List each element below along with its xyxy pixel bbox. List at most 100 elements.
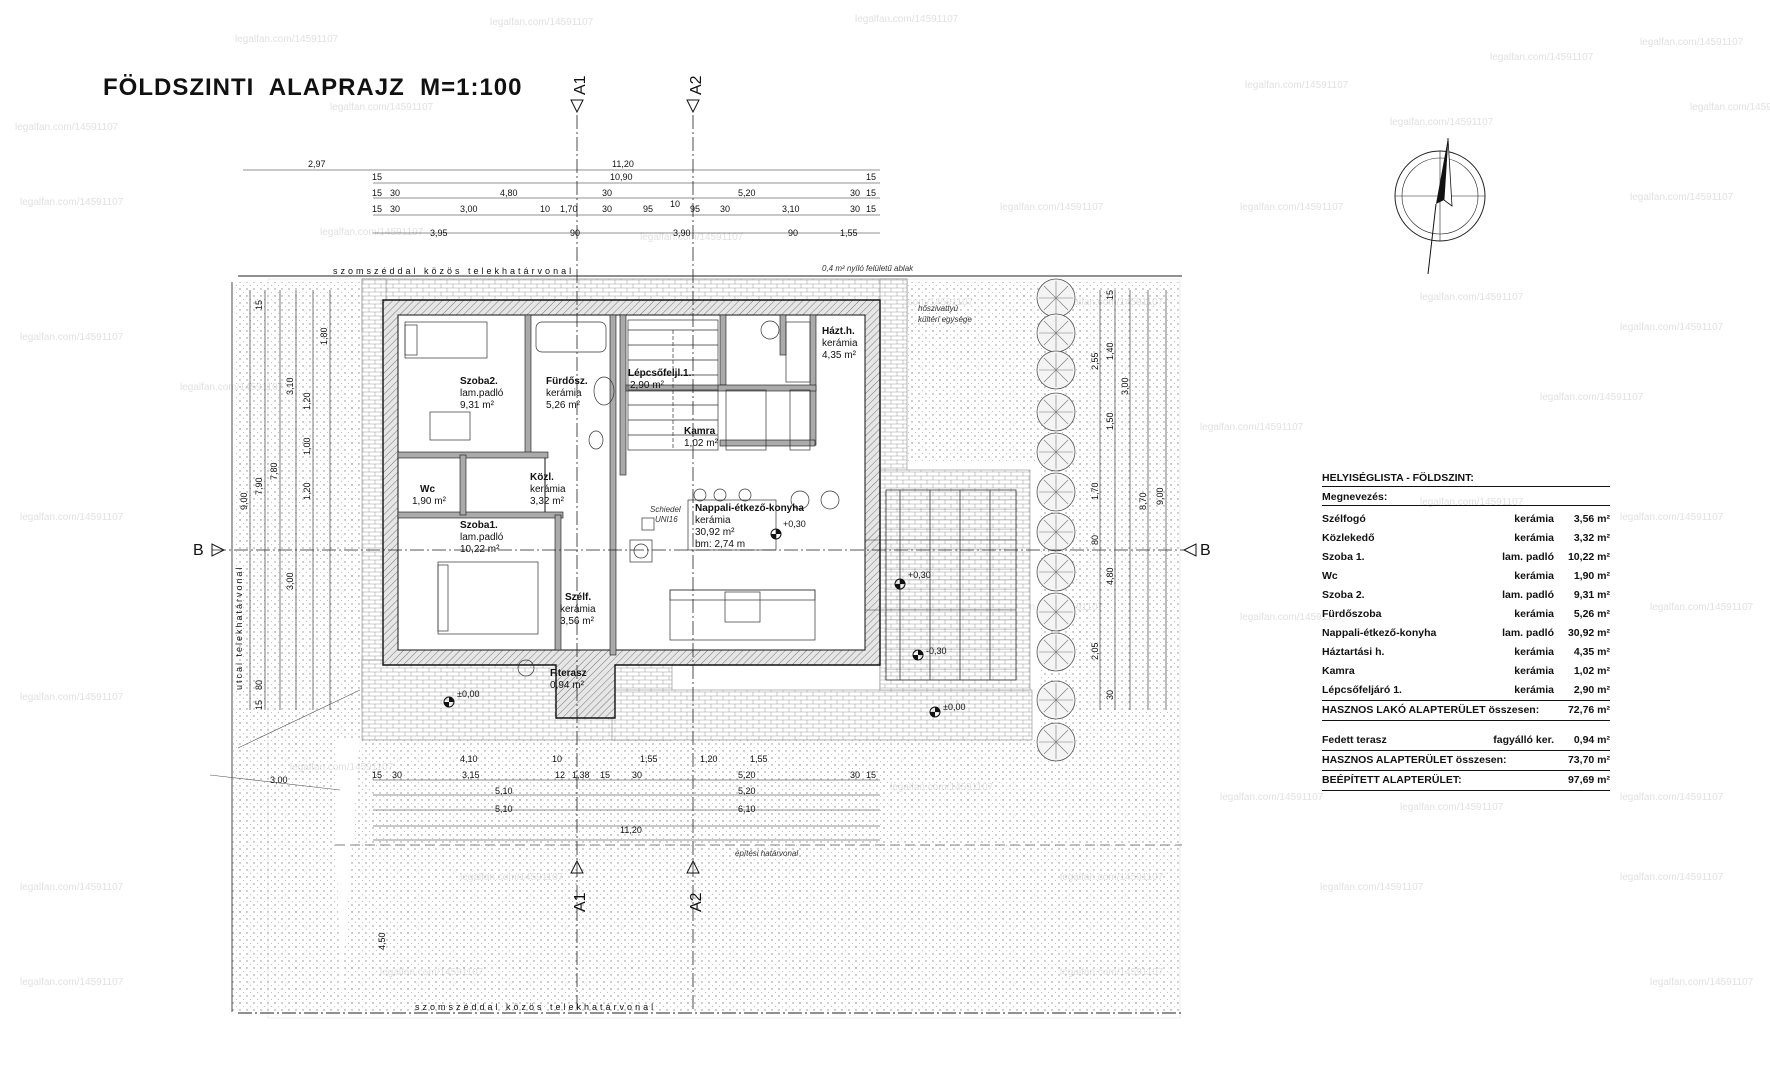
svg-text:kerámia: kerámia bbox=[560, 604, 596, 615]
room-lepcso-name: Lépcsőfeljl.1. bbox=[628, 368, 692, 379]
svg-text:2,90 m²: 2,90 m² bbox=[630, 380, 665, 391]
watermark-text: legalfan.com/14591107 bbox=[20, 882, 124, 893]
watermark-text: legalfan.com/14591107 bbox=[1620, 872, 1724, 883]
watermark-text: legalfan.com/14591107 bbox=[1320, 882, 1424, 893]
svg-text:1,02 m²: 1,02 m² bbox=[684, 438, 719, 449]
watermark-text: legalfan.com/14591107 bbox=[640, 232, 744, 243]
svg-text:30: 30 bbox=[1105, 690, 1115, 700]
room-wc-name: Wc bbox=[420, 484, 435, 495]
svg-text:11,20: 11,20 bbox=[612, 159, 634, 169]
heat-pump-label: hőszivattyú bbox=[918, 304, 959, 313]
tree-icon bbox=[1036, 350, 1076, 390]
watermark-text: legalfan.com/14591107 bbox=[20, 692, 124, 703]
section-lines bbox=[212, 115, 1185, 1010]
watermark-text: legalfan.com/14591107 bbox=[1420, 497, 1524, 508]
room-nappali-name: Nappali-étkező-konyha bbox=[695, 503, 804, 514]
svg-text:1,38: 1,38 bbox=[572, 770, 590, 780]
pergola-terrace bbox=[865, 489, 1017, 681]
watermark-text: legalfan.com/14591107 bbox=[1390, 117, 1494, 128]
svg-text:15: 15 bbox=[372, 188, 382, 198]
svg-text:1,70: 1,70 bbox=[1090, 482, 1100, 500]
plan-notes: szomszéddal közös telekhatárvonal szomsz… bbox=[234, 264, 972, 1012]
heat-pump-label-2: kültéri egysége bbox=[918, 315, 972, 324]
svg-text:30,92 m²: 30,92 m² bbox=[695, 527, 735, 538]
svg-text:95: 95 bbox=[690, 204, 700, 214]
axis-a2-top: A2 bbox=[688, 75, 705, 95]
svg-text:kerámia: kerámia bbox=[546, 388, 582, 399]
dimension-texts-right: 2,55 1,40 3,00 1,50 1,70 80 4,80 2,05 8,… bbox=[1090, 290, 1165, 700]
room-list-sum1: HASZNOS LAKÓ ALAPTERÜLET összesen: 72,76… bbox=[1322, 700, 1610, 721]
svg-text:2,05: 2,05 bbox=[1090, 642, 1100, 660]
svg-text:1,90 m²: 1,90 m² bbox=[412, 496, 447, 507]
svg-text:1,40: 1,40 bbox=[1105, 342, 1115, 360]
dimension-lines bbox=[243, 169, 1167, 841]
svg-text:30: 30 bbox=[390, 204, 400, 214]
svg-text:11,20: 11,20 bbox=[620, 825, 642, 835]
svg-text:4,35 m²: 4,35 m² bbox=[822, 350, 857, 361]
tree-icon bbox=[1036, 592, 1076, 632]
room-list-table: HELYISÉGLISTA - FÖLDSZINT: Megnevezés: S… bbox=[1322, 472, 1610, 791]
level-markers: ±0,00 ±0,00 +0,30 +0,30 -0,30 bbox=[443, 519, 965, 718]
dimension-texts-top: 2,97 11,20 15 10,90 15 15 30 4,80 30 5,2… bbox=[308, 159, 876, 238]
building-line-label: építési határvonal bbox=[735, 849, 798, 858]
room-list-title: HELYISÉGLISTA - FÖLDSZINT: bbox=[1322, 472, 1610, 487]
svg-text:10,22 m²: 10,22 m² bbox=[460, 544, 500, 555]
tree-icon bbox=[1036, 722, 1076, 762]
svg-text:30: 30 bbox=[602, 204, 612, 214]
svg-text:kerámia: kerámia bbox=[822, 338, 858, 349]
svg-text:1,55: 1,55 bbox=[640, 754, 658, 764]
neighbor-line-bottom-label: szomszéddal közös telekhatárvonal bbox=[415, 1002, 656, 1012]
svg-text:9,00: 9,00 bbox=[1155, 487, 1165, 505]
watermark-text: legalfan.com/14591107 bbox=[1640, 37, 1744, 48]
svg-text:3,00: 3,00 bbox=[285, 572, 295, 590]
tree-icon bbox=[1036, 680, 1076, 720]
axis-b-left: B bbox=[193, 542, 204, 559]
watermark-text: legalfan.com/14591107 bbox=[20, 977, 124, 988]
svg-text:15: 15 bbox=[1105, 290, 1115, 300]
svg-text:30: 30 bbox=[850, 770, 860, 780]
svg-text:9,00: 9,00 bbox=[239, 492, 249, 510]
svg-text:5,10: 5,10 bbox=[495, 786, 513, 796]
svg-text:5,20: 5,20 bbox=[738, 770, 756, 780]
svg-text:bm: 2,74 m: bm: 2,74 m bbox=[695, 539, 745, 550]
svg-text:5,20: 5,20 bbox=[738, 188, 756, 198]
svg-text:90: 90 bbox=[788, 228, 798, 238]
schiedel-label: Schiedel bbox=[650, 505, 681, 514]
svg-text:3,56 m²: 3,56 m² bbox=[560, 616, 595, 627]
watermark-text: legalfan.com/14591107 bbox=[1400, 802, 1504, 813]
svg-text:80: 80 bbox=[254, 680, 264, 690]
watermark-text: legalfan.com/14591107 bbox=[20, 332, 124, 343]
tree-icon bbox=[1036, 392, 1076, 432]
svg-text:1,80: 1,80 bbox=[319, 327, 329, 345]
svg-text:3,10: 3,10 bbox=[285, 377, 295, 395]
svg-text:3,00: 3,00 bbox=[270, 775, 288, 785]
svg-text:±0,00: ±0,00 bbox=[457, 689, 479, 699]
svg-text:1,20: 1,20 bbox=[302, 392, 312, 410]
svg-text:3,00: 3,00 bbox=[1120, 377, 1130, 395]
svg-text:0,94 m²: 0,94 m² bbox=[550, 680, 585, 691]
axis-a1-top: A1 bbox=[572, 75, 589, 95]
watermark-text: legalfan.com/14591107 bbox=[1245, 80, 1349, 91]
neighbor-line-top-label: szomszéddal közös telekhatárvonal bbox=[333, 266, 574, 276]
schiedel-label-2: UNI16 bbox=[655, 515, 678, 524]
svg-text:6,10: 6,10 bbox=[738, 804, 756, 814]
watermark-text: legalfan.com/14591107 bbox=[1540, 392, 1644, 403]
north-arrow-icon bbox=[1394, 137, 1486, 275]
svg-text:30: 30 bbox=[850, 188, 860, 198]
room-haztartasi-name: Házt.h. bbox=[822, 326, 855, 337]
svg-text:80: 80 bbox=[1090, 535, 1100, 545]
watermark-text: legalfan.com/14591107 bbox=[235, 34, 339, 45]
svg-text:10: 10 bbox=[540, 204, 550, 214]
svg-text:30: 30 bbox=[720, 204, 730, 214]
room-szelf-name: Szélf. bbox=[565, 592, 591, 603]
svg-text:10: 10 bbox=[670, 199, 680, 209]
watermark-text: legalfan.com/14591107 bbox=[1240, 612, 1344, 623]
svg-text:4,50: 4,50 bbox=[377, 932, 387, 950]
svg-text:3,90: 3,90 bbox=[673, 228, 691, 238]
svg-text:30: 30 bbox=[602, 188, 612, 198]
svg-text:3,10: 3,10 bbox=[782, 204, 800, 214]
